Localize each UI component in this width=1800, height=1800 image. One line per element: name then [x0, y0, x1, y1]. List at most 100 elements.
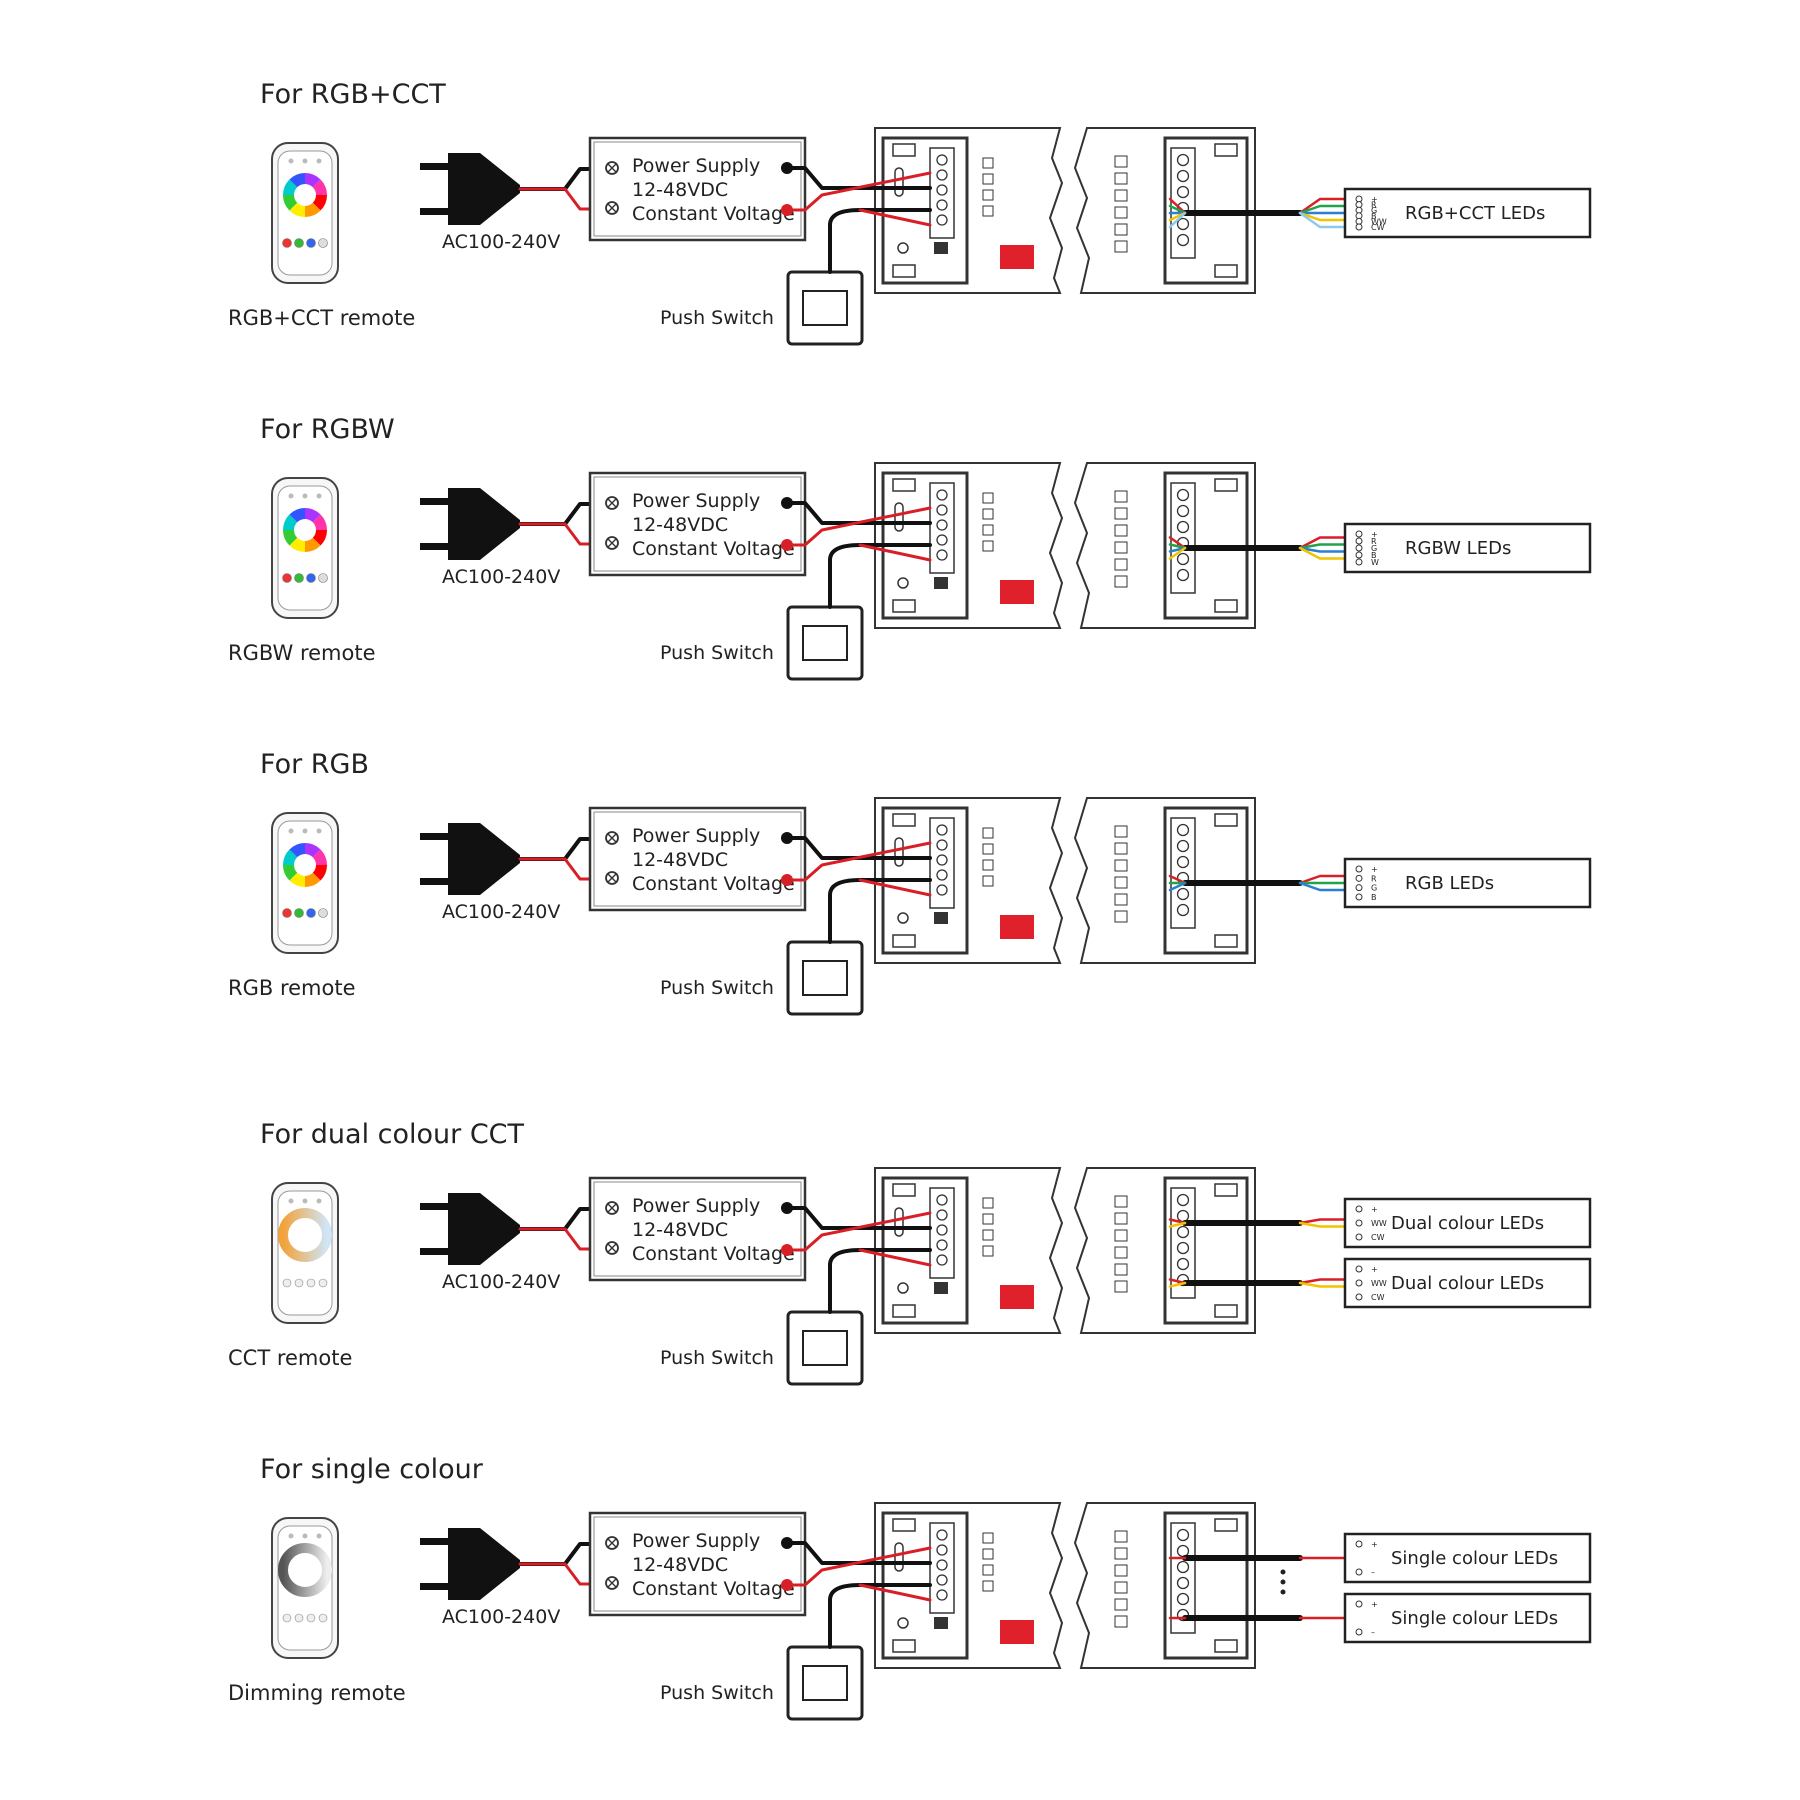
dip-switch-icon	[1000, 580, 1034, 604]
led-label: RGB LEDs	[1405, 873, 1494, 894]
remote-label: Dimming remote	[228, 1681, 406, 1705]
terminal-hole-icon	[1176, 233, 1190, 247]
section-title: For dual colour CCT	[260, 1119, 525, 1150]
terminal-cross	[607, 1203, 617, 1213]
remote-button-icon	[306, 238, 316, 248]
plug-prong	[420, 163, 452, 170]
push-switch-label: Push Switch	[660, 977, 774, 999]
button-icon	[897, 1282, 909, 1294]
button-icon	[897, 1617, 909, 1629]
pin-icon	[1114, 240, 1128, 253]
power-supply-label: Constant Voltage	[632, 1243, 795, 1265]
led-pin-label: +	[1371, 1600, 1378, 1609]
remote-button-icon	[306, 1613, 316, 1623]
terminal-hole-icon	[1176, 552, 1190, 566]
clip-icon	[892, 599, 916, 613]
led-strip-box	[1343, 1257, 1592, 1309]
chip-icon	[934, 1282, 948, 1294]
plug-prong	[420, 1583, 452, 1590]
pin-icon	[1114, 1195, 1128, 1208]
remote-top-button-icon	[316, 1198, 322, 1204]
terminal-hole-icon	[1176, 568, 1190, 582]
remote-label: RGB remote	[228, 976, 356, 1000]
pin-icon	[1114, 507, 1128, 520]
terminal-hole-icon	[936, 184, 948, 196]
output-wire-colored	[1298, 1278, 1347, 1285]
led-label: RGBW LEDs	[1405, 538, 1511, 559]
switch-wire	[858, 1583, 932, 1602]
led-pin-label: +	[1371, 1265, 1378, 1274]
power-supply-label: 12-48VDC	[632, 514, 728, 536]
remote-top-button-icon	[288, 158, 294, 164]
clip-icon	[1214, 143, 1238, 157]
led-indicator-icon	[894, 1207, 904, 1237]
remote-top-button-icon	[302, 1198, 308, 1204]
ellipsis-dot-icon	[1280, 1589, 1286, 1595]
pin-icon	[1114, 1229, 1128, 1242]
power-supply-label: Power Supply	[632, 1195, 760, 1217]
plug-icon	[448, 1193, 520, 1265]
led-strip-box	[1343, 1197, 1592, 1249]
terminal-hole-icon	[936, 199, 948, 211]
remote-button-icon	[294, 238, 304, 248]
push-switch-label: Push Switch	[660, 642, 774, 664]
pin-icon	[982, 875, 994, 887]
led-strip-box	[1343, 857, 1592, 909]
terminal-hole-icon	[936, 534, 948, 546]
pin-icon	[1114, 1212, 1128, 1225]
remote-top-button-icon	[302, 828, 308, 834]
plug-prong	[420, 1538, 452, 1545]
plug-prong	[420, 833, 452, 840]
power-supply-label: 12-48VDC	[632, 849, 728, 871]
led-indicator-icon	[894, 167, 904, 197]
pin-icon	[982, 1548, 994, 1560]
push-switch-button-icon	[802, 290, 848, 326]
wheel-center	[294, 519, 316, 541]
remote-top-button-icon	[288, 828, 294, 834]
terminal-hole-icon	[1176, 185, 1190, 199]
clip-icon	[892, 1183, 916, 1197]
section-title: For RGB+CCT	[260, 79, 446, 110]
button-icon	[897, 912, 909, 924]
pin-icon	[1114, 558, 1128, 571]
led-pad-icon	[1355, 1233, 1363, 1241]
terminal-hole-icon	[1176, 1560, 1190, 1574]
power-supply-box	[588, 1511, 807, 1617]
terminal-hole-icon	[936, 489, 948, 501]
push-switch-label: Push Switch	[660, 1682, 774, 1704]
cct-wheel-ring	[278, 1543, 332, 1597]
led-pin-label: WW	[1371, 217, 1387, 226]
pin-icon	[982, 1245, 994, 1257]
plug-prong	[420, 543, 452, 550]
output-wire-colored	[1298, 543, 1347, 550]
remote-label: RGBW remote	[228, 641, 376, 665]
pin-icon	[1114, 842, 1128, 855]
terminal-hole-icon	[936, 1224, 948, 1236]
dc-negative-wire	[785, 501, 932, 525]
pin-icon	[982, 843, 994, 855]
pin-icon	[982, 540, 994, 552]
terminal-hole-icon	[1176, 887, 1190, 901]
led-pin-label: +	[1371, 530, 1378, 539]
power-supply-label: Constant Voltage	[632, 1578, 795, 1600]
led-strip-box	[1343, 187, 1592, 239]
plug-icon	[448, 153, 520, 225]
terminal-cross	[607, 873, 617, 883]
led-indicator-icon	[894, 837, 904, 867]
clip-icon	[1214, 934, 1238, 948]
pin-icon	[982, 524, 994, 536]
power-supply-inner	[593, 141, 802, 237]
led-pad-icon	[1355, 223, 1363, 231]
remote-button-icon	[306, 1278, 316, 1288]
terminal-hole-icon	[936, 1574, 948, 1586]
push-switch-button-icon	[802, 625, 848, 661]
pin-icon	[1114, 1246, 1128, 1259]
led-pad-icon	[1355, 1600, 1363, 1608]
remote-button-icon	[318, 573, 328, 583]
terminal-hole-icon	[936, 504, 948, 516]
pin-icon	[1114, 1263, 1128, 1276]
ac-voltage-label: AC100-240V	[442, 901, 560, 923]
